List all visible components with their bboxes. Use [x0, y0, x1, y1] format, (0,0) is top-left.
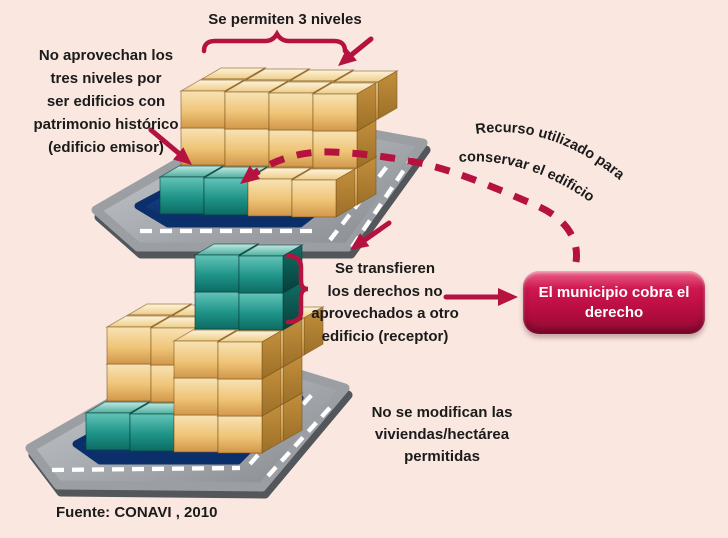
transfer-note-line: los derechos no [327, 282, 443, 300]
source-label: Fuente: CONAVI , 2010 [56, 504, 218, 521]
municipality-charge-button[interactable]: El municipio cobra el derecho [523, 271, 705, 334]
municipality-charge-line: derecho [584, 303, 644, 321]
building-cube [290, 168, 357, 218]
levels-arrow-head [338, 48, 357, 66]
density-note-line: viviendas/hectárea [374, 426, 510, 443]
levels-arrow-shaft [347, 36, 374, 59]
emitter-note-line: No aprovechan los [38, 47, 174, 64]
municipality-charge-line: El municipio cobra el [538, 283, 690, 301]
transfer-brace [285, 253, 309, 325]
transfer-down-arrow-shaft [359, 220, 392, 245]
emitter-note: No aprovechan los tres niveles por ser e… [16, 44, 196, 159]
resource-note-line2: conservar el edificio [458, 149, 597, 205]
transfer-down-arrow-head [350, 233, 370, 250]
levels-brace [201, 29, 348, 54]
to-button-arrow-head [498, 288, 518, 306]
emitter-arrow-shaft [148, 127, 185, 159]
resource-flow-arrow-head [240, 165, 261, 184]
density-note-line: No se modifican las [371, 404, 513, 421]
road-dash-line [350, 156, 414, 249]
road-dash-line [51, 465, 241, 473]
building-cube [311, 82, 378, 132]
receptor-building-scene [25, 243, 353, 499]
transfer-note: Se transfieren los derechos no aprovecha… [300, 258, 470, 348]
density-note: No se modifican las viviendas/hectárea p… [352, 402, 532, 468]
annotations [148, 29, 580, 325]
emitter-arrow-head [173, 147, 192, 165]
emitter-building-scene [91, 67, 431, 259]
transfer-note-line: Se transfieren [334, 260, 436, 277]
road-dash-line [266, 400, 337, 478]
allowed-levels-label: Se permiten 3 niveles [208, 11, 362, 28]
transfer-note-line: edificio (receptor) [321, 327, 449, 345]
emitter-note-line: tres niveles por [50, 70, 162, 87]
building-cube [237, 244, 304, 294]
building-cube [216, 330, 283, 380]
resource-flow-dashed-arc [243, 148, 580, 263]
emitter-note-line: ser edificios con [46, 93, 166, 110]
emitter-note-line: (edificio emisor) [48, 139, 164, 156]
emitter-note-line: patrimonio histórico [33, 116, 179, 133]
transfer-note-line: aprovechados a otro [311, 305, 459, 322]
density-note-line: permitidas [404, 448, 480, 465]
